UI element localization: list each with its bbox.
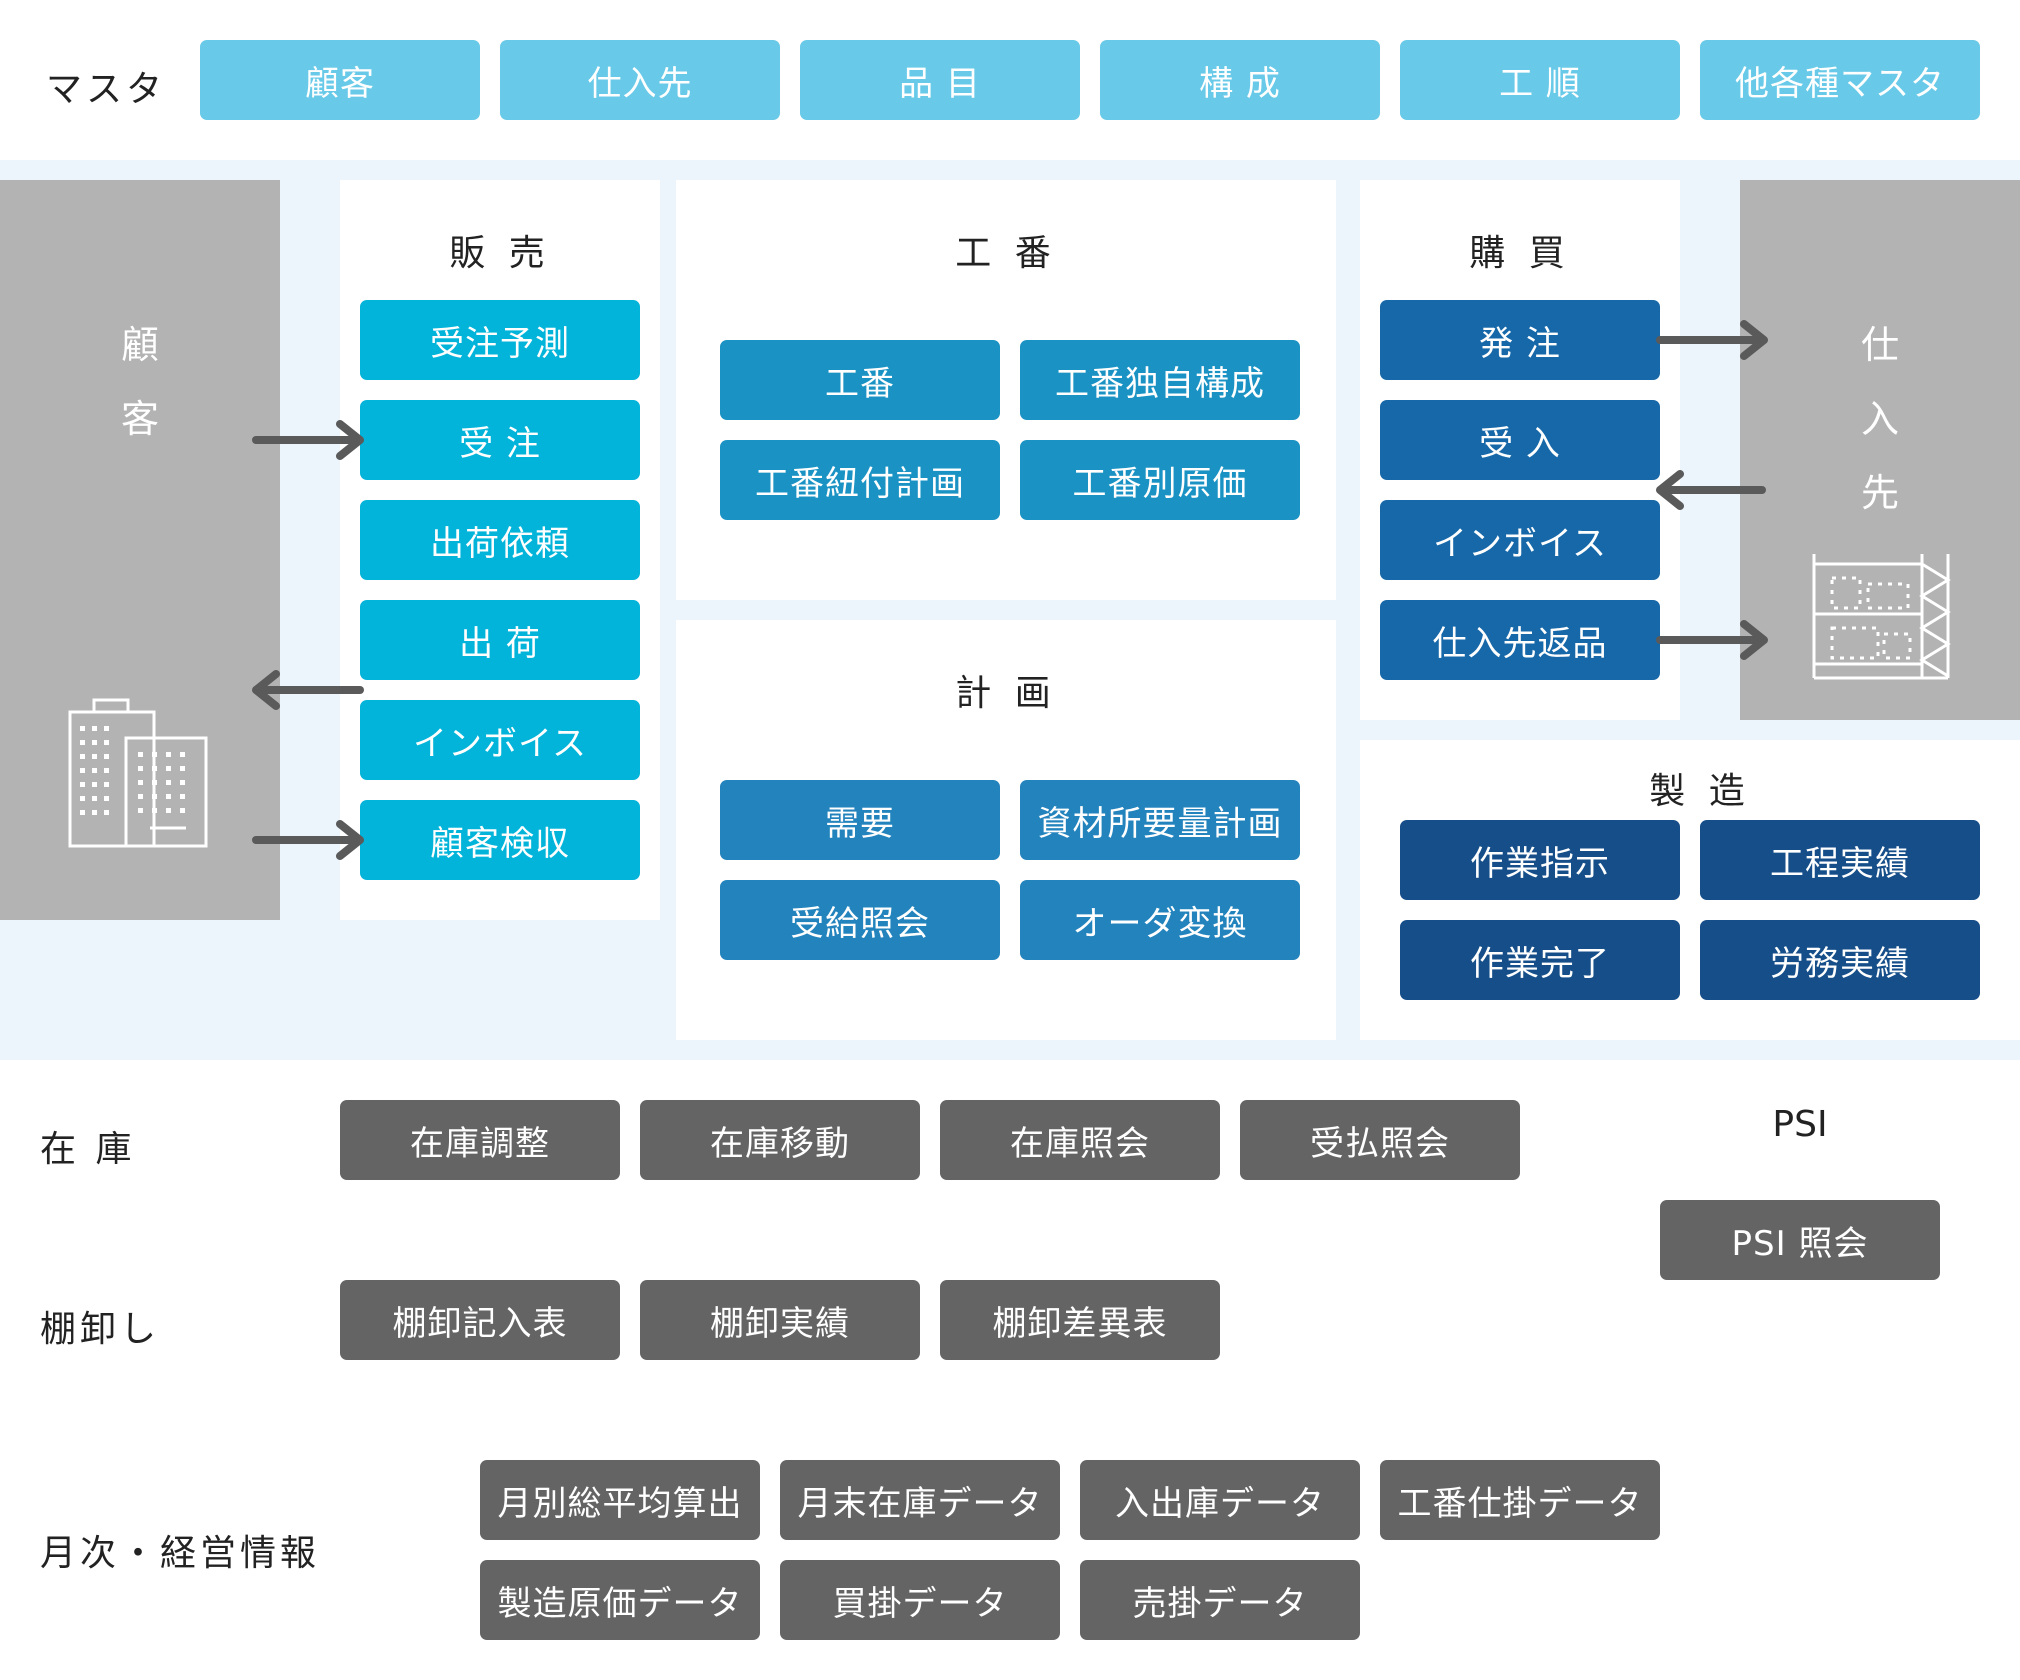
stocktake-button-results[interactable]: 棚卸実績 xyxy=(640,1280,920,1360)
job-title: 工 番 xyxy=(955,233,1057,274)
plan-button-supply-inquiry[interactable]: 受給照会 xyxy=(720,880,1000,960)
monthly-button-in-out-data[interactable]: 入出庫データ xyxy=(1080,1460,1360,1540)
plan-button-mrp[interactable]: 資材所要量計画 xyxy=(1020,780,1300,860)
customer-label: 顧 客 xyxy=(120,323,159,441)
manufacturing-title: 製 造 xyxy=(1649,771,1751,812)
inventory-button-inquiry[interactable]: 在庫照会 xyxy=(940,1100,1220,1180)
inventory-button-transfer[interactable]: 在庫移動 xyxy=(640,1100,920,1180)
job-button-job[interactable]: 工番 xyxy=(720,340,1000,420)
master-button-routing[interactable]: 工 順 xyxy=(1400,40,1680,120)
supplier-label: 仕 入 先 xyxy=(1860,323,1899,515)
master-button-other[interactable]: 他各種マスタ xyxy=(1700,40,1980,120)
purchase-button-return[interactable]: 仕入先返品 xyxy=(1380,600,1660,680)
sales-button-acceptance[interactable]: 顧客検収 xyxy=(360,800,640,880)
stocktake-button-variance[interactable]: 棚卸差異表 xyxy=(940,1280,1220,1360)
job-button-linked-plan[interactable]: 工番紐付計画 xyxy=(720,440,1000,520)
master-label: マスタ xyxy=(46,69,167,110)
plan-button-demand[interactable]: 需要 xyxy=(720,780,1000,860)
warehouse-shelf-icon xyxy=(1812,554,1951,680)
psi-title: PSI xyxy=(1772,1104,1828,1145)
monthly-button-wip-data[interactable]: 工番仕掛データ xyxy=(1380,1460,1660,1540)
manufacturing-button-work-complete[interactable]: 作業完了 xyxy=(1400,920,1680,1000)
stocktake-button-sheet[interactable]: 棚卸記入表 xyxy=(340,1280,620,1360)
supplier-column xyxy=(1740,180,2020,720)
flow-arrows xyxy=(252,320,1768,860)
plan-button-order-conversion[interactable]: オーダ変換 xyxy=(1020,880,1300,960)
monthly-button-month-end-stock[interactable]: 月末在庫データ xyxy=(780,1460,1060,1540)
sales-title: 販 売 xyxy=(449,233,551,274)
monthly-button-manufacturing-cost[interactable]: 製造原価データ xyxy=(480,1560,760,1640)
purchase-title: 購 買 xyxy=(1469,233,1571,274)
inventory-label: 在 庫 xyxy=(40,1129,136,1170)
manufacturing-button-work-order[interactable]: 作業指示 xyxy=(1400,820,1680,900)
sales-button-forecast[interactable]: 受注予測 xyxy=(360,300,640,380)
sales-button-shipment[interactable]: 出 荷 xyxy=(360,600,640,680)
psi-button-inquiry[interactable]: PSI 照会 xyxy=(1660,1200,1940,1280)
monthly-button-average-cost[interactable]: 月別総平均算出 xyxy=(480,1460,760,1540)
job-button-cost[interactable]: 工番別原価 xyxy=(1020,440,1300,520)
master-button-customer[interactable]: 顧客 xyxy=(200,40,480,120)
master-button-item[interactable]: 品 目 xyxy=(800,40,1080,120)
stocktake-label: 棚卸し xyxy=(40,1309,161,1350)
job-button-own-bom[interactable]: 工番独自構成 xyxy=(1020,340,1300,420)
sales-button-order[interactable]: 受 注 xyxy=(360,400,640,480)
purchase-button-receipt[interactable]: 受 入 xyxy=(1380,400,1660,480)
sales-button-invoice[interactable]: インボイス xyxy=(360,700,640,780)
manufacturing-button-process-results[interactable]: 工程実績 xyxy=(1700,820,1980,900)
monthly-button-payables[interactable]: 買掛データ xyxy=(780,1560,1060,1640)
monthly-button-receivables[interactable]: 売掛データ xyxy=(1080,1560,1360,1640)
monthly-label: 月次・経営情報 xyxy=(40,1533,321,1574)
master-button-bom[interactable]: 構 成 xyxy=(1100,40,1380,120)
manufacturing-button-labor-results[interactable]: 労務実績 xyxy=(1700,920,1980,1000)
plan-title: 計 画 xyxy=(955,673,1057,714)
inventory-button-movement-inquiry[interactable]: 受払照会 xyxy=(1240,1100,1520,1180)
inventory-button-adjust[interactable]: 在庫調整 xyxy=(340,1100,620,1180)
office-building-icon xyxy=(68,698,208,848)
purchase-button-order[interactable]: 発 注 xyxy=(1380,300,1660,380)
master-button-supplier[interactable]: 仕入先 xyxy=(500,40,780,120)
sales-button-shipping-request[interactable]: 出荷依頼 xyxy=(360,500,640,580)
purchase-button-invoice[interactable]: インボイス xyxy=(1380,500,1660,580)
